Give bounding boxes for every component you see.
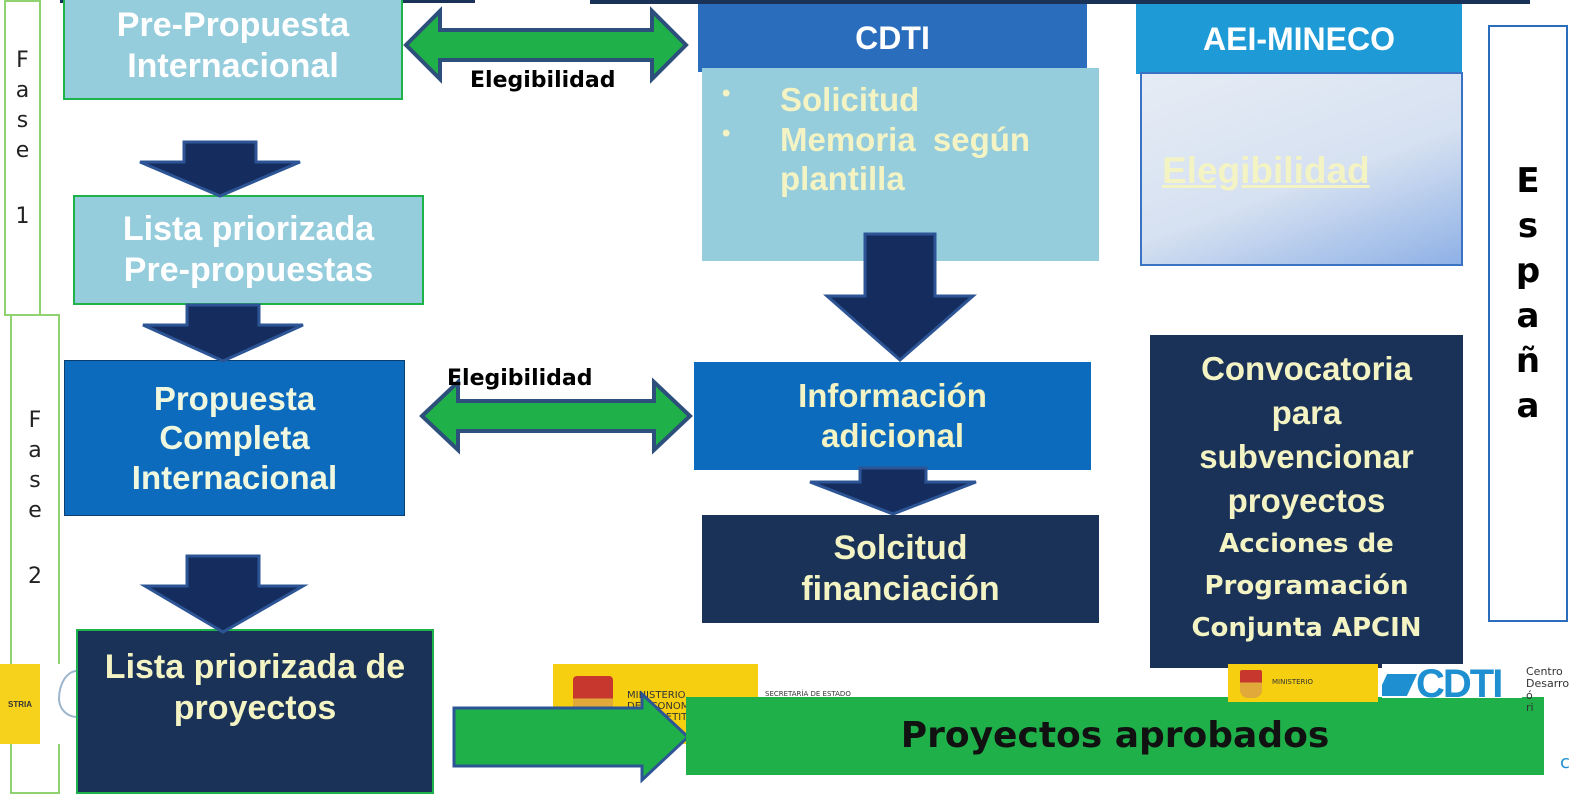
lista-proyectos-line1: Lista priorizada de xyxy=(104,648,406,686)
cdti-side-line: ó xyxy=(1526,689,1533,702)
cdti-bullet-1: • Solicitud xyxy=(722,80,1081,120)
convocatoria-sub: Conjunta APCIN xyxy=(1191,613,1422,643)
espana-letter: s xyxy=(1517,206,1539,246)
lista-proyectos-box: Lista priorizada de proyectos xyxy=(76,629,434,794)
convocatoria-line: subvencionar xyxy=(1199,438,1414,475)
cdti-bullet-2: • Memoria según plantilla xyxy=(722,120,1081,199)
secretaria-text: SECRETARÍA DE ESTADO xyxy=(765,690,851,698)
right-arrow xyxy=(452,690,691,784)
lista-proyectos-line2: proyectos xyxy=(173,688,337,727)
cdti-content: • Solicitud • Memoria según plantilla xyxy=(702,68,1099,261)
convocatoria-box: Convocatoria para subvencionar proyectos… xyxy=(1150,335,1463,668)
convocatoria-sub: Programación xyxy=(1204,571,1409,601)
cdti-logo-text: CDTI xyxy=(1416,664,1503,698)
espana-letter: ñ xyxy=(1515,341,1541,381)
aei-logo-mark xyxy=(40,664,96,744)
cdti-header: CDTI xyxy=(698,4,1087,72)
pre-propuesta-box: Pre-Propuesta Internacional xyxy=(63,0,403,100)
cdti-bullet-2-text: Memoria según plantilla xyxy=(780,120,1031,198)
down-arrow-cdti xyxy=(823,232,977,362)
phase-1-letter: e xyxy=(15,138,30,163)
espana-letter: a xyxy=(1516,386,1540,426)
left-logo: STRIA xyxy=(0,664,40,744)
espana-panel: E s p a ñ a xyxy=(1488,25,1568,622)
phase-2-letter: F xyxy=(28,408,42,433)
solicitud-line1: Solcitud xyxy=(833,529,968,568)
bullet-icon: • xyxy=(722,119,731,147)
phase-2-panel: F a s e 2 xyxy=(10,314,60,794)
ministerio-text: MINISTERIO xyxy=(627,690,686,701)
cdti-side-text: Centro Desarro ó ri xyxy=(1526,666,1585,714)
phase-2-letter: a xyxy=(28,438,42,463)
propuesta-line1: Propuesta xyxy=(153,379,316,417)
info-line2: adicional xyxy=(820,417,965,454)
down-arrow-small xyxy=(809,466,977,516)
elegibilidad-top-label: Elegibilidad xyxy=(470,68,616,93)
espana-letter: a xyxy=(1516,296,1540,336)
phase-1-number: 1 xyxy=(15,204,30,229)
ministerio-small-text: MINISTERIO xyxy=(1272,678,1313,686)
down-arrow-1 xyxy=(139,140,301,198)
lista-pre-propuestas-box: Lista priorizada Pre-propuestas xyxy=(73,195,424,305)
phase-1-letter: a xyxy=(15,78,30,103)
propuesta-line2: Completa xyxy=(159,419,310,457)
cdti-side-line: Centro xyxy=(1526,665,1563,678)
phase-2-letter: s xyxy=(29,468,41,493)
espana-letter: p xyxy=(1515,251,1541,291)
phase-2-number: 2 xyxy=(28,564,42,589)
lista-pre-line2: Pre-propuestas xyxy=(123,251,374,289)
proyectos-aprobados-text: Proyectos aprobados xyxy=(900,715,1330,757)
down-arrow-3 xyxy=(139,554,309,634)
cdti-side-line: ri xyxy=(1526,701,1534,714)
convocatoria-line: Convocatoria xyxy=(1201,350,1412,387)
convocatoria-line: para xyxy=(1271,394,1342,431)
propuesta-completa-box: Propuesta Completa Internacional xyxy=(64,360,405,516)
top-rule-right xyxy=(590,0,1530,4)
cdti-side-bottom: c xyxy=(1560,752,1570,773)
proyectos-aprobados-box: Proyectos aprobados xyxy=(686,697,1544,775)
propuesta-line3: Internacional xyxy=(131,458,338,496)
double-arrow-top xyxy=(403,6,689,84)
solicitud-line2: financiación xyxy=(801,570,1000,608)
lista-pre-line1: Lista priorizada xyxy=(122,210,375,249)
ministerio-text: DE ECONOM xyxy=(627,701,690,712)
bullet-icon: • xyxy=(722,80,731,107)
double-arrow-mid xyxy=(419,377,693,455)
aei-header: AEI-MINECO xyxy=(1136,4,1462,74)
coat-of-arms-icon xyxy=(1240,670,1262,698)
phase-1-letter: s xyxy=(16,108,29,133)
down-arrow-2 xyxy=(142,303,304,363)
phase-1-panel: F a s e 1 xyxy=(4,0,41,316)
left-logo-text: STRIA xyxy=(8,699,32,709)
cdti-logo-mark-icon xyxy=(1382,674,1418,696)
cdti-logo: CDTI xyxy=(1382,664,1522,698)
informacion-adicional-box: Información adicional xyxy=(694,362,1091,470)
espana-letter: E xyxy=(1516,161,1540,201)
solicitud-financiacion-box: Solcitud financiación xyxy=(702,515,1099,623)
convocatoria-line: proyectos xyxy=(1227,482,1386,519)
elegibilidad-mid-label: Elegibilidad xyxy=(447,366,593,391)
pre-propuesta-line2: Internacional xyxy=(127,47,339,85)
aei-elegibilidad-link[interactable]: Elegibilidad xyxy=(1162,150,1370,191)
phase-1-letter: F xyxy=(16,48,29,73)
cdti-side-line: Desarro xyxy=(1526,677,1570,690)
phase-2-letter: e xyxy=(28,498,42,523)
info-line1: Información xyxy=(798,377,987,415)
convocatoria-sub: Acciones de xyxy=(1219,529,1394,559)
aei-title: AEI-MINECO xyxy=(1203,20,1395,57)
pre-propuesta-line1: Pre-Propuesta xyxy=(116,6,350,45)
cdti-title: CDTI xyxy=(855,19,930,56)
ministerio-logo-small: MINISTERIO xyxy=(1228,664,1378,702)
aei-content: Elegibilidad xyxy=(1140,72,1463,266)
cdti-bullet-1-text: Solicitud xyxy=(780,81,920,118)
